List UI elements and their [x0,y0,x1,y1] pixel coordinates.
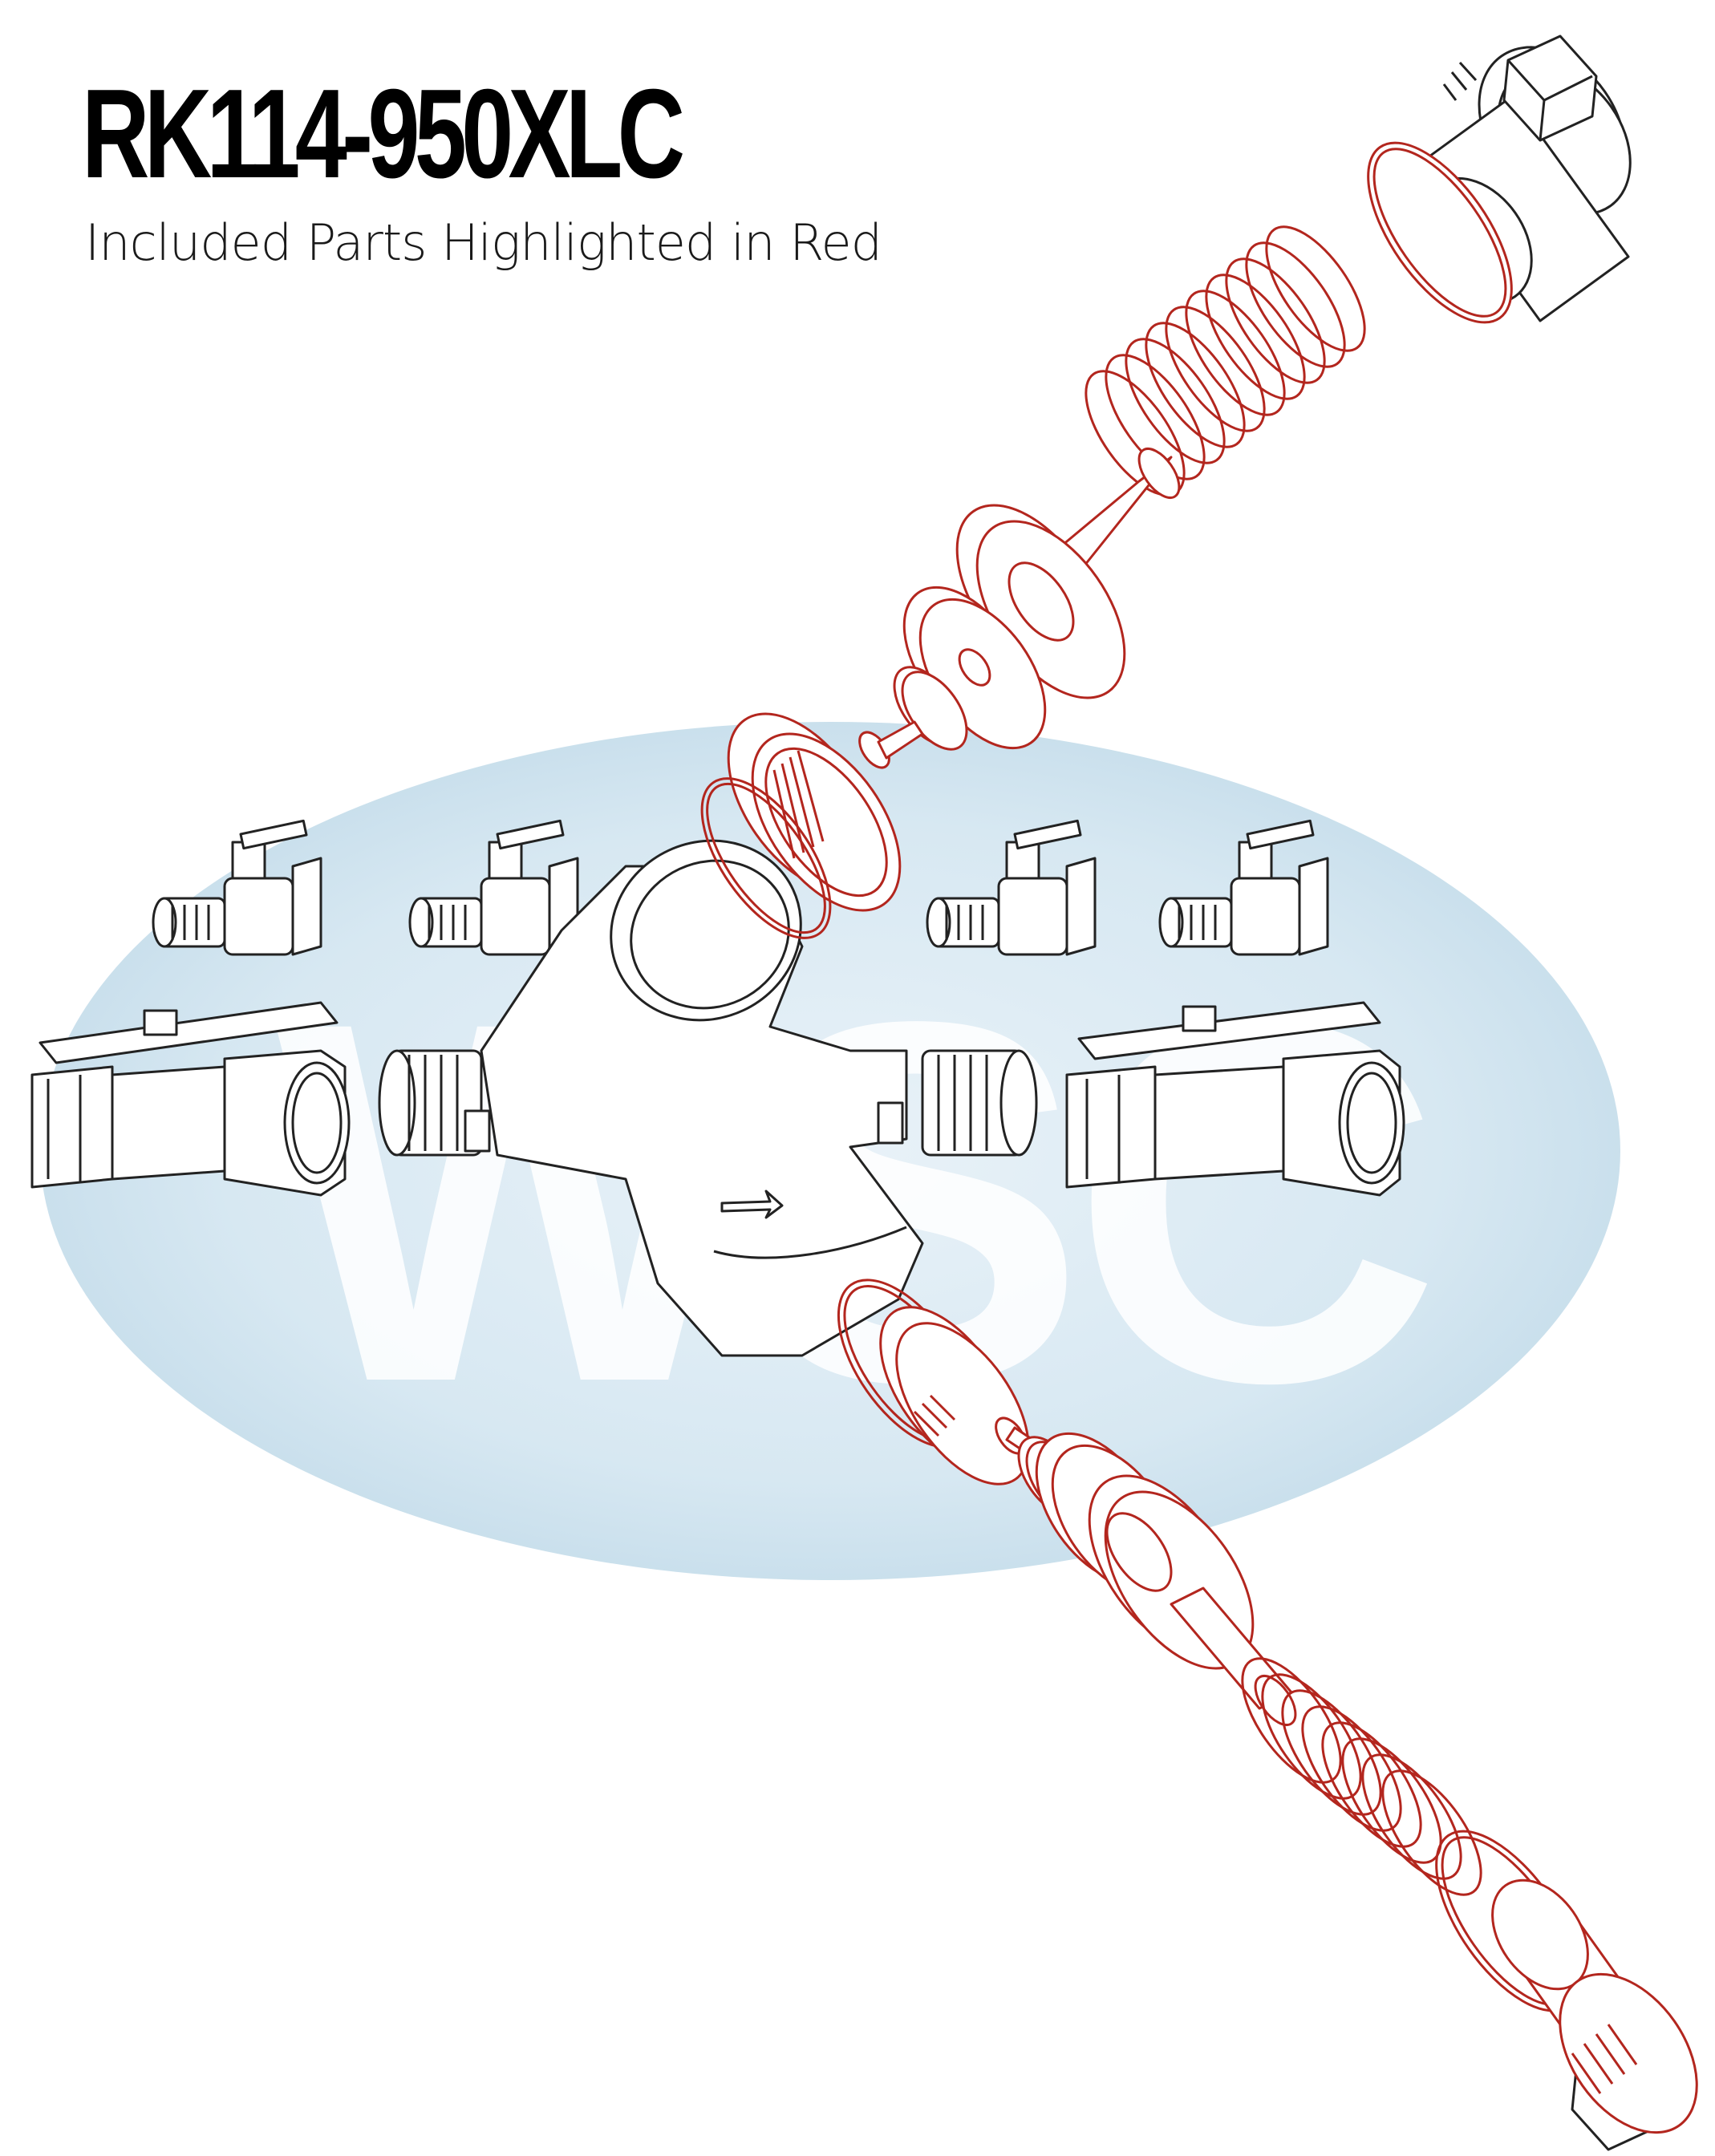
bottom-seat [879,1306,1030,1485]
left-ball-valve [30,1001,351,1197]
top-seat-o-ring [700,777,832,939]
right-ball-valve [1065,1001,1405,1197]
top-disc-holder [955,504,1126,699]
valve-body [378,839,1038,1357]
page-title: RK114-950XLC [82,63,685,205]
bottom-spring [1241,1657,1482,1896]
top-cap-o-ring [1367,141,1513,324]
test-cock-3 [926,819,1097,956]
test-cock-4 [1158,819,1329,956]
bottom-plug [1491,1878,1698,2134]
page-subtitle: Included Parts Highlighted in Red [85,213,882,272]
top-spring [1085,225,1366,496]
top-seat [727,712,902,912]
top-screw [858,720,924,769]
test-cock-1 [152,819,322,956]
